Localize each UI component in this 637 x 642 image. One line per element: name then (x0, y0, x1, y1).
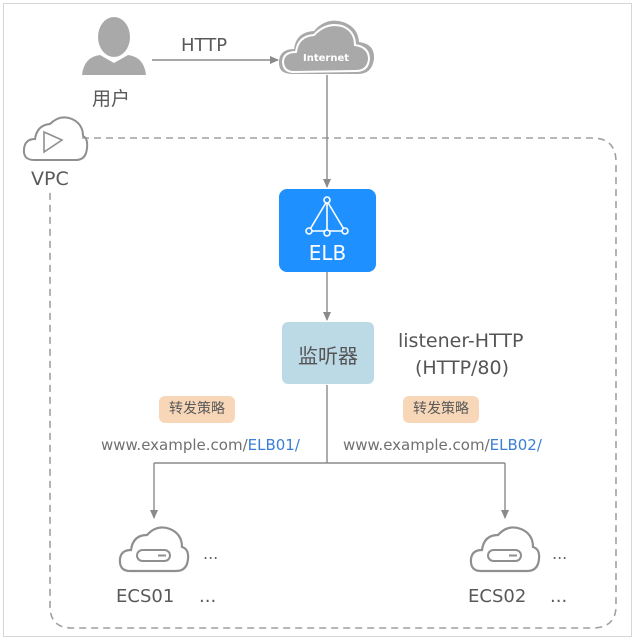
ecs01-label: ECS01 (116, 586, 175, 607)
ecs02-label: ECS02 (468, 586, 527, 607)
ecs02-ellipsis-bottom: ... (550, 586, 568, 607)
ecs01-ellipsis-side: ... (203, 544, 219, 563)
listener-node: 监听器 (282, 322, 374, 384)
vpc-cloud-icon (22, 116, 89, 161)
listener-name: listener-HTTP (398, 330, 524, 352)
vpc-label: VPC (31, 168, 69, 190)
ecs02-ellipsis-side: ... (552, 544, 568, 563)
elb-label: ELB (308, 241, 347, 265)
elb-node: ELB (279, 189, 376, 272)
internet-cloud-icon (278, 20, 375, 74)
forwarding-policy-badge-2: 转发策略 (403, 396, 479, 423)
ecs01-cloud-icon (118, 526, 190, 573)
policy-url-2: www.example.com/ELB02/ (343, 436, 542, 454)
policy-url-1-prefix: www.example.com/ (101, 436, 248, 454)
diagram-frame (3, 3, 632, 637)
user-icon (82, 17, 146, 75)
internet-label: Internet (302, 53, 349, 64)
elb-icon (305, 196, 349, 237)
ecs02-cloud-icon (469, 526, 541, 573)
ecs01-ellipsis-bottom: ... (199, 586, 217, 607)
user-label: 用户 (92, 88, 131, 110)
policy-url-1: www.example.com/ELB01/ (101, 436, 300, 454)
forwarding-policy-badge-1: 转发策略 (159, 396, 235, 423)
listener-box-label: 监听器 (298, 344, 358, 368)
listener-branch-lines (150, 385, 509, 519)
policy-url-2-path: ELB02/ (489, 436, 542, 454)
vpc-boundary (49, 137, 617, 629)
http-protocol-label: HTTP (181, 35, 228, 56)
policy-url-1-path: ELB01/ (247, 436, 300, 454)
policy-url-2-prefix: www.example.com/ (343, 436, 490, 454)
listener-protocol-port: (HTTP/80) (415, 357, 510, 379)
